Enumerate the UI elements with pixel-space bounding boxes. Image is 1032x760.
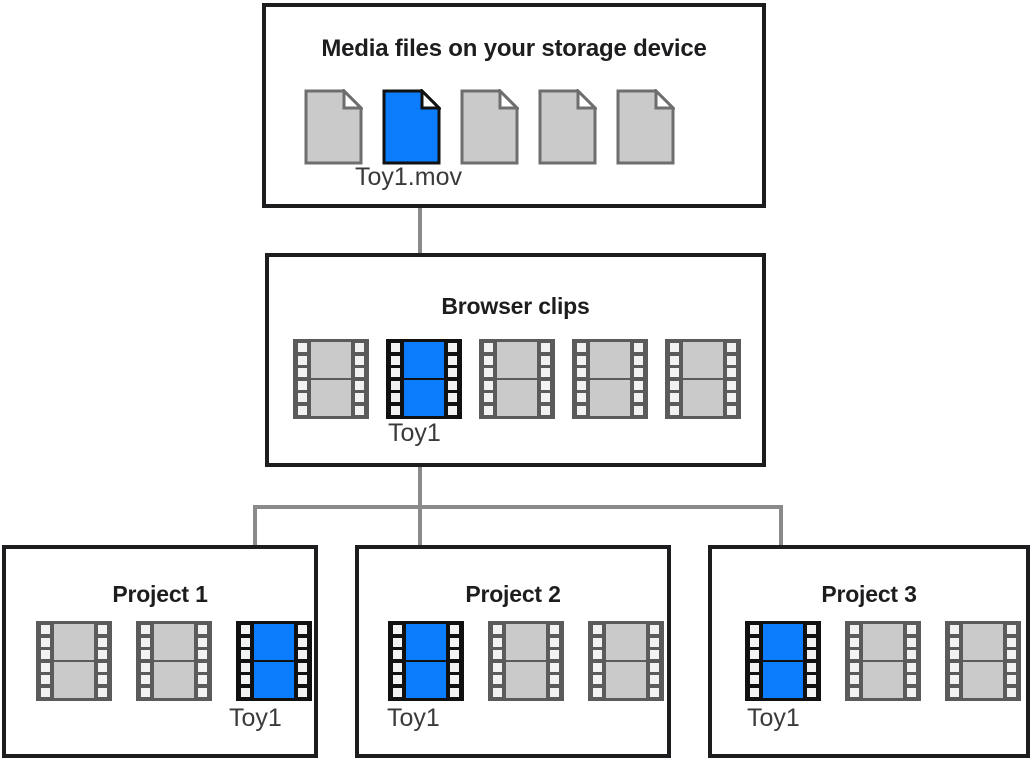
project-2-selected-label: Toy1 <box>387 704 440 732</box>
file-icon-selected[interactable] <box>382 89 441 165</box>
sprocket-holes-left <box>491 624 504 698</box>
sprocket-holes-right <box>1005 624 1018 698</box>
filmstrip-icon[interactable] <box>488 621 564 701</box>
panel-media-files: Media files on your storage device <box>262 3 766 208</box>
filmstrip-icon-selected[interactable] <box>745 621 821 701</box>
sprocket-holes-right <box>632 342 645 416</box>
filmstrip-icon[interactable] <box>945 621 1021 701</box>
filmstrip-icon-selected[interactable] <box>236 621 312 701</box>
sprocket-holes-left <box>39 624 52 698</box>
media-files-row <box>304 89 675 165</box>
filmstrip-icon[interactable] <box>665 339 741 419</box>
filmstrip-body <box>152 624 196 698</box>
filmstrip-body <box>604 624 648 698</box>
sprocket-holes-right <box>448 624 461 698</box>
sprocket-holes-right <box>196 624 209 698</box>
media-file-selected-label: Toy1.mov <box>355 163 462 191</box>
sprocket-holes-right <box>446 342 459 416</box>
sprocket-holes-left <box>575 342 588 416</box>
sprocket-holes-left <box>482 342 495 416</box>
panel-project-3-title: Project 3 <box>821 581 917 607</box>
panel-browser-clips-title: Browser clips <box>441 293 590 319</box>
sprocket-holes-left <box>296 342 309 416</box>
panel-project-1-title: Project 1 <box>112 581 208 607</box>
sprocket-holes-left <box>848 624 861 698</box>
project-3-clips-row <box>745 621 1021 701</box>
connector-distribution-bus <box>253 505 783 509</box>
filmstrip-body <box>861 624 905 698</box>
filmstrip-body <box>504 624 548 698</box>
browser-clips-row <box>293 339 741 419</box>
filmstrip-icon[interactable] <box>36 621 112 701</box>
sprocket-holes-left <box>389 342 402 416</box>
filmstrip-body <box>681 342 725 416</box>
sprocket-holes-right <box>353 342 366 416</box>
browser-clip-selected-label: Toy1 <box>388 419 441 447</box>
filmstrip-body <box>761 624 805 698</box>
filmstrip-icon[interactable] <box>136 621 212 701</box>
filmstrip-icon[interactable] <box>293 339 369 419</box>
filmstrip-icon[interactable] <box>479 339 555 419</box>
sprocket-holes-right <box>725 342 738 416</box>
sprocket-holes-right <box>905 624 918 698</box>
project-1-selected-label: Toy1 <box>229 704 282 732</box>
filmstrip-icon[interactable] <box>572 339 648 419</box>
file-icon[interactable] <box>616 89 675 165</box>
filmstrip-body <box>52 624 96 698</box>
filmstrip-body <box>495 342 539 416</box>
filmstrip-body <box>404 624 448 698</box>
filmstrip-icon-selected[interactable] <box>386 339 462 419</box>
sprocket-holes-left <box>591 624 604 698</box>
sprocket-holes-right <box>548 624 561 698</box>
filmstrip-icon[interactable] <box>845 621 921 701</box>
sprocket-holes-right <box>648 624 661 698</box>
filmstrip-body <box>402 342 446 416</box>
sprocket-holes-left <box>668 342 681 416</box>
sprocket-holes-left <box>239 624 252 698</box>
file-icon[interactable] <box>304 89 363 165</box>
sprocket-holes-left <box>391 624 404 698</box>
panel-project-1: Project 1 <box>2 545 318 758</box>
filmstrip-body <box>252 624 296 698</box>
file-icon[interactable] <box>460 89 519 165</box>
filmstrip-body <box>961 624 1005 698</box>
sprocket-holes-right <box>805 624 818 698</box>
sprocket-holes-left <box>748 624 761 698</box>
sprocket-holes-left <box>139 624 152 698</box>
filmstrip-body <box>309 342 353 416</box>
filmstrip-icon-selected[interactable] <box>388 621 464 701</box>
project-2-clips-row <box>388 621 664 701</box>
sprocket-holes-right <box>96 624 109 698</box>
panel-project-3: Project 3 <box>708 545 1030 758</box>
panel-media-files-title: Media files on your storage device <box>321 35 707 62</box>
project-1-clips-row <box>36 621 312 701</box>
sprocket-holes-left <box>948 624 961 698</box>
sprocket-holes-right <box>296 624 309 698</box>
panel-browser-clips: Browser clips <box>265 253 766 467</box>
project-3-selected-label: Toy1 <box>747 704 800 732</box>
sprocket-holes-right <box>539 342 552 416</box>
connector-browser-trunk <box>418 455 422 509</box>
file-icon[interactable] <box>538 89 597 165</box>
filmstrip-icon[interactable] <box>588 621 664 701</box>
filmstrip-body <box>588 342 632 416</box>
panel-project-2-title: Project 2 <box>465 581 561 607</box>
panel-project-2: Project 2 <box>355 545 671 758</box>
